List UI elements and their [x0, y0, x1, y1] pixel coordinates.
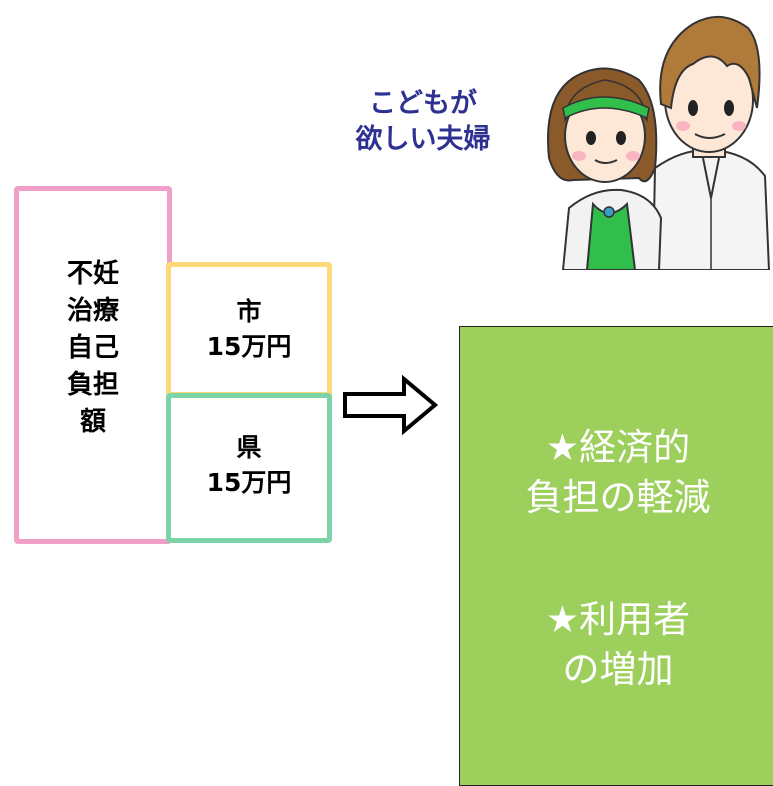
- caption-line-2: 欲しい夫婦: [355, 124, 491, 155]
- self-pay-total-label: 不妊 治療 自己 負担 額: [14, 256, 172, 441]
- couple-illustration: [547, 16, 771, 270]
- woman-figure: [547, 67, 663, 270]
- city-amount: 15万円: [206, 332, 292, 361]
- result-users: ★利用者 の増加: [460, 595, 773, 695]
- total-line: 自己: [66, 333, 119, 363]
- result-line: ★利用者: [545, 598, 691, 641]
- caption-line-1: こどもが: [369, 88, 477, 119]
- result-economic: ★経済的 負担の軽減: [460, 423, 773, 523]
- result-line: 負担の軽減: [525, 476, 711, 519]
- prefecture-subsidy-text: 県 15万円: [166, 430, 332, 500]
- total-line: 不妊: [66, 259, 119, 289]
- city-label: 市: [236, 297, 262, 326]
- prefecture-label: 県: [236, 433, 262, 462]
- man-figure: [651, 16, 771, 270]
- right-arrow-icon: [343, 374, 439, 436]
- total-line: 治療: [66, 296, 119, 326]
- prefecture-subsidy-box: [166, 393, 332, 543]
- total-line: 額: [79, 407, 106, 437]
- prefecture-amount: 15万円: [206, 468, 292, 497]
- result-line: ★経済的: [545, 426, 691, 469]
- result-box: ★経済的 負担の軽減 ★利用者 の増加: [459, 326, 773, 786]
- result-line: の増加: [562, 648, 674, 691]
- total-line: 負担: [66, 370, 119, 400]
- city-subsidy-text: 市 15万円: [166, 294, 332, 364]
- couple-caption: こどもが 欲しい夫婦: [318, 86, 528, 158]
